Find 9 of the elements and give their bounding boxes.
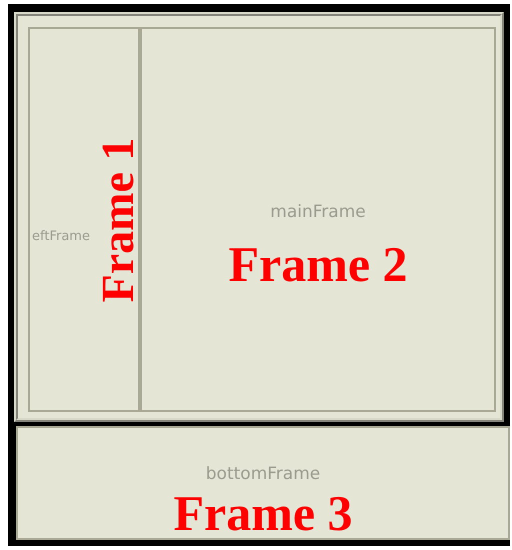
frame-name: bottomFrame xyxy=(204,464,322,484)
frame-name: eftFrame xyxy=(32,229,90,244)
frame-panel xyxy=(28,27,140,412)
frame-panel xyxy=(140,27,496,412)
frame-title: Frame 1 xyxy=(95,138,141,302)
frame-title: Frame 3 xyxy=(172,488,354,538)
frame-panel xyxy=(16,426,510,540)
frame-title: Frame 2 xyxy=(227,239,409,289)
frame-name: mainFrame xyxy=(269,202,367,222)
